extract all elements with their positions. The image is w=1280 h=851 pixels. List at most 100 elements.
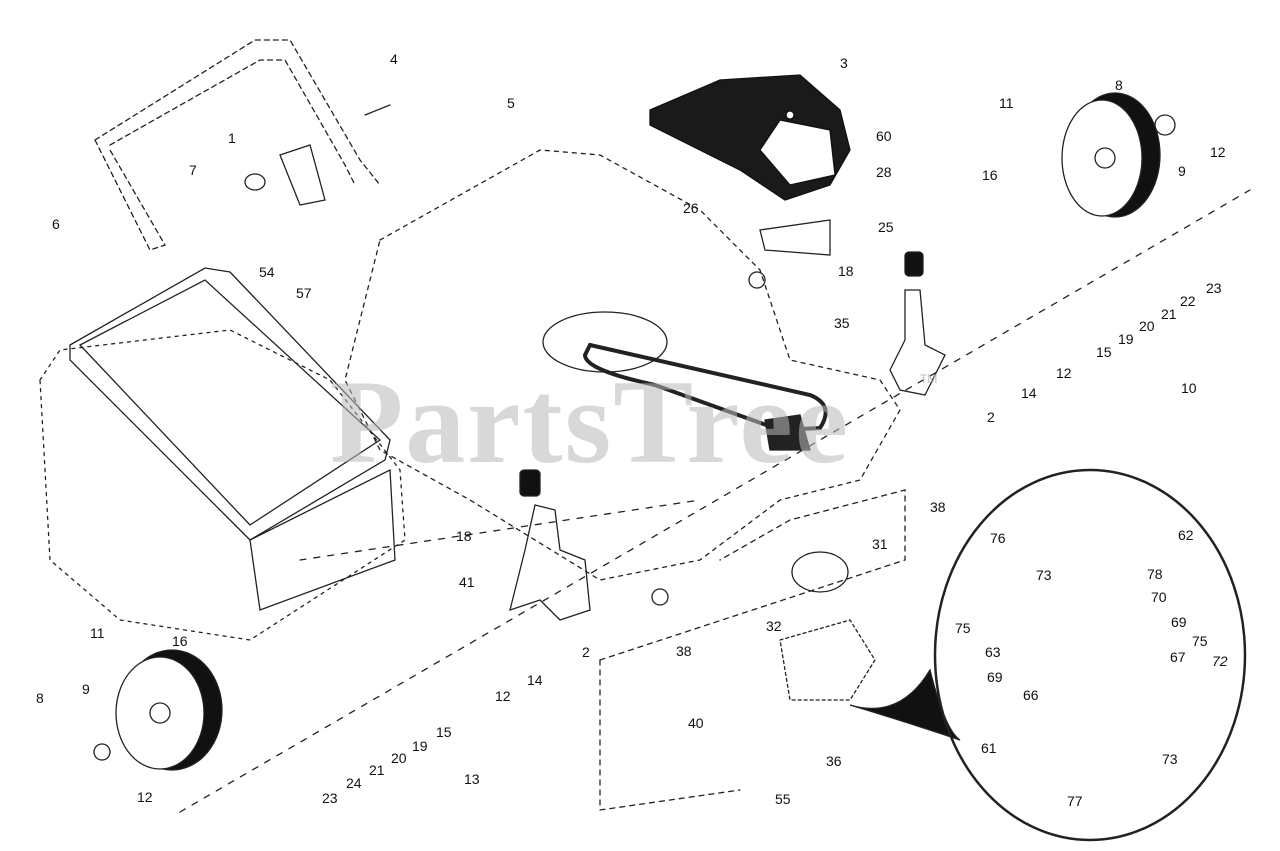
callout-16: 16 <box>982 167 998 183</box>
callout-4: 4 <box>390 51 398 67</box>
callout-21: 21 <box>369 762 385 778</box>
callout-73: 73 <box>1162 751 1178 767</box>
callout-14: 14 <box>1021 385 1037 401</box>
watermark-text: PartsTree <box>330 355 850 488</box>
grass-bag <box>39 329 406 641</box>
callout-11: 11 <box>90 625 105 641</box>
bag-frame-lower <box>249 468 396 611</box>
callout-14: 14 <box>527 672 543 688</box>
callout-62: 62 <box>1178 527 1194 543</box>
callout-3: 3 <box>840 55 848 71</box>
shroud-highlight <box>759 119 836 186</box>
callout-18: 18 <box>838 263 854 279</box>
bail-grip <box>764 414 811 451</box>
callout-13: 13 <box>464 771 480 787</box>
callout-8: 8 <box>36 690 44 706</box>
callout-36: 36 <box>826 753 842 769</box>
callout-9: 9 <box>1178 163 1186 179</box>
callout-15: 15 <box>436 724 452 740</box>
callout-66: 66 <box>1023 687 1039 703</box>
hub-cap-left <box>93 743 111 761</box>
callout-73: 73 <box>1036 567 1052 583</box>
bag-frame <box>69 267 391 541</box>
callout-75: 75 <box>1192 633 1208 649</box>
callout-20: 20 <box>1139 318 1155 334</box>
watermark-trademark: TM <box>920 372 938 386</box>
callout-5: 5 <box>507 95 515 111</box>
callout-12: 12 <box>495 688 511 704</box>
callout-24: 24 <box>346 775 362 791</box>
callout-32: 32 <box>766 618 782 634</box>
callout-67: 67 <box>1170 649 1186 665</box>
height-adjuster-rear <box>889 251 946 396</box>
callout-19: 19 <box>1118 331 1134 347</box>
gearbox <box>779 619 876 701</box>
callout-41: 41 <box>459 574 475 590</box>
callout-23: 23 <box>322 790 338 806</box>
callout-20: 20 <box>391 750 407 766</box>
callout-25: 25 <box>878 219 894 235</box>
callout-2: 2 <box>582 644 590 660</box>
callout-21: 21 <box>1161 306 1177 322</box>
bolt <box>364 104 391 116</box>
wheel-front-left <box>115 649 223 771</box>
callout-11: 11 <box>999 95 1014 111</box>
detail-inset-circle <box>933 468 1247 842</box>
callout-70: 70 <box>1151 589 1167 605</box>
callout-69: 69 <box>1171 614 1187 630</box>
callout-78: 78 <box>1147 566 1163 582</box>
callout-28: 28 <box>876 164 892 180</box>
callout-54: 54 <box>259 264 275 280</box>
washer <box>748 271 766 289</box>
callout-16: 16 <box>172 633 188 649</box>
detail-pointer <box>849 668 961 741</box>
wheel-rear-right <box>1061 92 1161 218</box>
callout-72: 72 <box>1212 653 1228 669</box>
callout-9: 9 <box>82 681 90 697</box>
callout-1: 1 <box>228 130 236 146</box>
rear-axle-centerline <box>179 189 1251 813</box>
callout-22: 22 <box>1180 293 1196 309</box>
callout-35: 35 <box>834 315 850 331</box>
cable-clip <box>279 144 326 206</box>
drive-pulley <box>791 551 849 593</box>
callout-10: 10 <box>1181 380 1197 396</box>
callout-2: 2 <box>987 409 995 425</box>
callout-23: 23 <box>1206 280 1222 296</box>
hub-cap-right <box>1154 114 1176 136</box>
callout-6: 6 <box>52 216 60 232</box>
callout-12: 12 <box>137 789 153 805</box>
height-adjuster-front <box>509 469 591 621</box>
bag-frame-inner <box>78 279 382 526</box>
callout-26: 26 <box>683 200 699 216</box>
callout-7: 7 <box>189 162 197 178</box>
callout-60: 60 <box>876 128 892 144</box>
callout-31: 31 <box>872 536 888 552</box>
callout-61: 61 <box>981 740 997 756</box>
callout-63: 63 <box>985 644 1001 660</box>
handle-knob <box>244 173 266 191</box>
front-axle-centerline <box>299 499 701 561</box>
control-bail <box>582 342 828 433</box>
bolt-hole <box>651 588 669 606</box>
callout-57: 57 <box>296 285 312 301</box>
callout-38: 38 <box>676 643 692 659</box>
bracket-25 <box>759 219 831 256</box>
mount-plate <box>599 489 906 661</box>
handle-assembly <box>94 39 381 251</box>
callout-77: 77 <box>1067 793 1083 809</box>
callout-12: 12 <box>1056 365 1072 381</box>
mower-deck <box>344 149 901 581</box>
callout-18: 18 <box>456 528 472 544</box>
callout-76: 76 <box>990 530 1006 546</box>
callout-15: 15 <box>1096 344 1112 360</box>
callout-19: 19 <box>412 738 428 754</box>
callout-69: 69 <box>987 669 1003 685</box>
callout-40: 40 <box>688 715 704 731</box>
callout-12: 12 <box>1210 144 1226 160</box>
callout-38: 38 <box>930 499 946 515</box>
callout-55: 55 <box>775 791 791 807</box>
callout-8: 8 <box>1115 77 1123 93</box>
callout-75: 75 <box>955 620 971 636</box>
